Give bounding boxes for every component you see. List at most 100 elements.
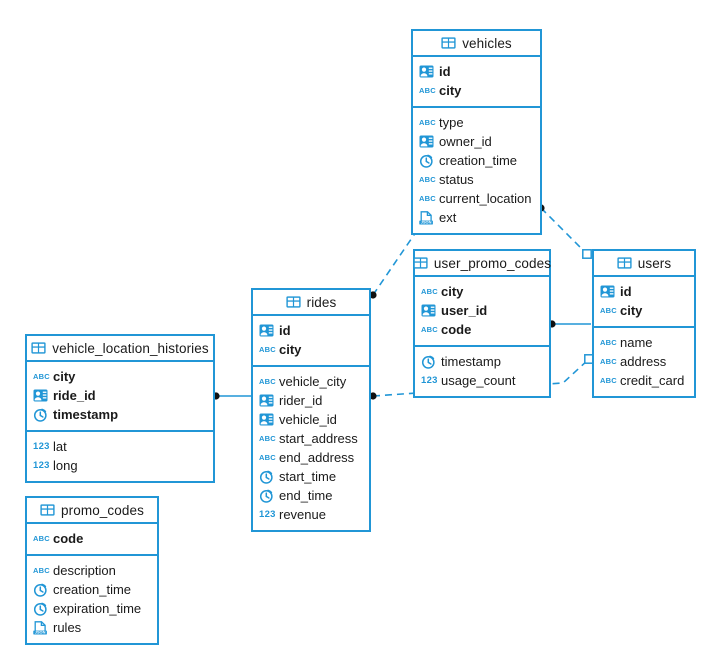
abc-icon: ABC	[259, 452, 276, 462]
column-name: city	[53, 369, 76, 384]
table-header-vehicle_location_histories[interactable]: vehicle_location_histories	[27, 336, 213, 362]
clock-icon	[419, 154, 434, 168]
column-name: current_location	[439, 191, 532, 206]
column-name: creation_time	[439, 153, 518, 168]
abc-icon: ABC	[33, 533, 50, 543]
relationship-line	[372, 228, 419, 296]
svg-text:JSON: JSON	[421, 219, 432, 224]
table-title: user_promo_codes	[433, 255, 552, 271]
column-name: address	[620, 354, 667, 369]
column-row[interactable]: creation_time	[27, 580, 157, 599]
abc-icon: ABC	[419, 193, 436, 203]
abc-icon: ABC	[259, 433, 276, 443]
column-row[interactable]: expiration_time	[27, 599, 157, 618]
json-file-icon: JSON	[33, 620, 48, 635]
column-name: ext	[439, 210, 457, 225]
abc-icon: ABC	[421, 286, 438, 296]
abc-icon: ABC	[259, 376, 276, 386]
relationship-line	[540, 207, 588, 255]
column-row[interactable]: rider_id	[253, 391, 369, 410]
column-row[interactable]: JSON ext	[413, 208, 540, 227]
abc-icon: ABC	[419, 85, 436, 95]
table-header-users[interactable]: users	[594, 251, 694, 277]
column-name: lat	[53, 439, 67, 454]
column-name: code	[53, 531, 84, 546]
column-name: creation_time	[53, 582, 132, 597]
table-title: rides	[306, 294, 337, 310]
column-row[interactable]: end_time	[253, 486, 369, 505]
column-row[interactable]: user_id	[415, 301, 549, 320]
column-name: user_id	[441, 303, 488, 318]
relationship-rel-upc-users[interactable]	[548, 320, 591, 328]
column-row[interactable]: id	[413, 62, 540, 81]
column-row[interactable]: vehicle_id	[253, 410, 369, 429]
id-card-icon	[419, 135, 434, 148]
clock-icon	[33, 408, 48, 422]
column-row[interactable]: id	[594, 282, 694, 301]
column-name: city	[279, 342, 302, 357]
abc-icon: ABC	[600, 375, 617, 385]
abc-icon: ABC	[419, 117, 436, 127]
clock-icon	[421, 355, 436, 369]
column-row[interactable]: owner_id	[413, 132, 540, 151]
abc-icon: ABC	[600, 356, 617, 366]
abc-icon: ABC	[33, 371, 50, 381]
123-icon: 123	[33, 459, 50, 471]
column-name: vehicle_id	[279, 412, 337, 427]
column-name: credit_card	[620, 373, 685, 388]
column-row[interactable]: ride_id	[27, 386, 213, 405]
relationship-rel-vlh-rides[interactable]	[212, 392, 251, 400]
table-title: users	[637, 255, 672, 271]
column-row[interactable]: start_time	[253, 467, 369, 486]
abc-icon: ABC	[421, 324, 438, 334]
column-name: code	[441, 322, 472, 337]
table-header-user_promo_codes[interactable]: user_promo_codes	[413, 251, 552, 277]
table-header-vehicles[interactable]: vehicles	[413, 31, 540, 57]
table-header-rides[interactable]: rides	[253, 290, 369, 316]
column-row[interactable]: timestamp	[415, 352, 549, 371]
column-name: revenue	[279, 507, 326, 522]
column-row[interactable]: timestamp	[27, 405, 213, 424]
table-header-promo_codes[interactable]: promo_codes	[27, 498, 157, 524]
column-name: vehicle_city	[279, 374, 347, 389]
column-row[interactable]: id	[253, 321, 369, 340]
abc-icon: ABC	[600, 337, 617, 347]
column-row[interactable]: creation_time	[413, 151, 540, 170]
